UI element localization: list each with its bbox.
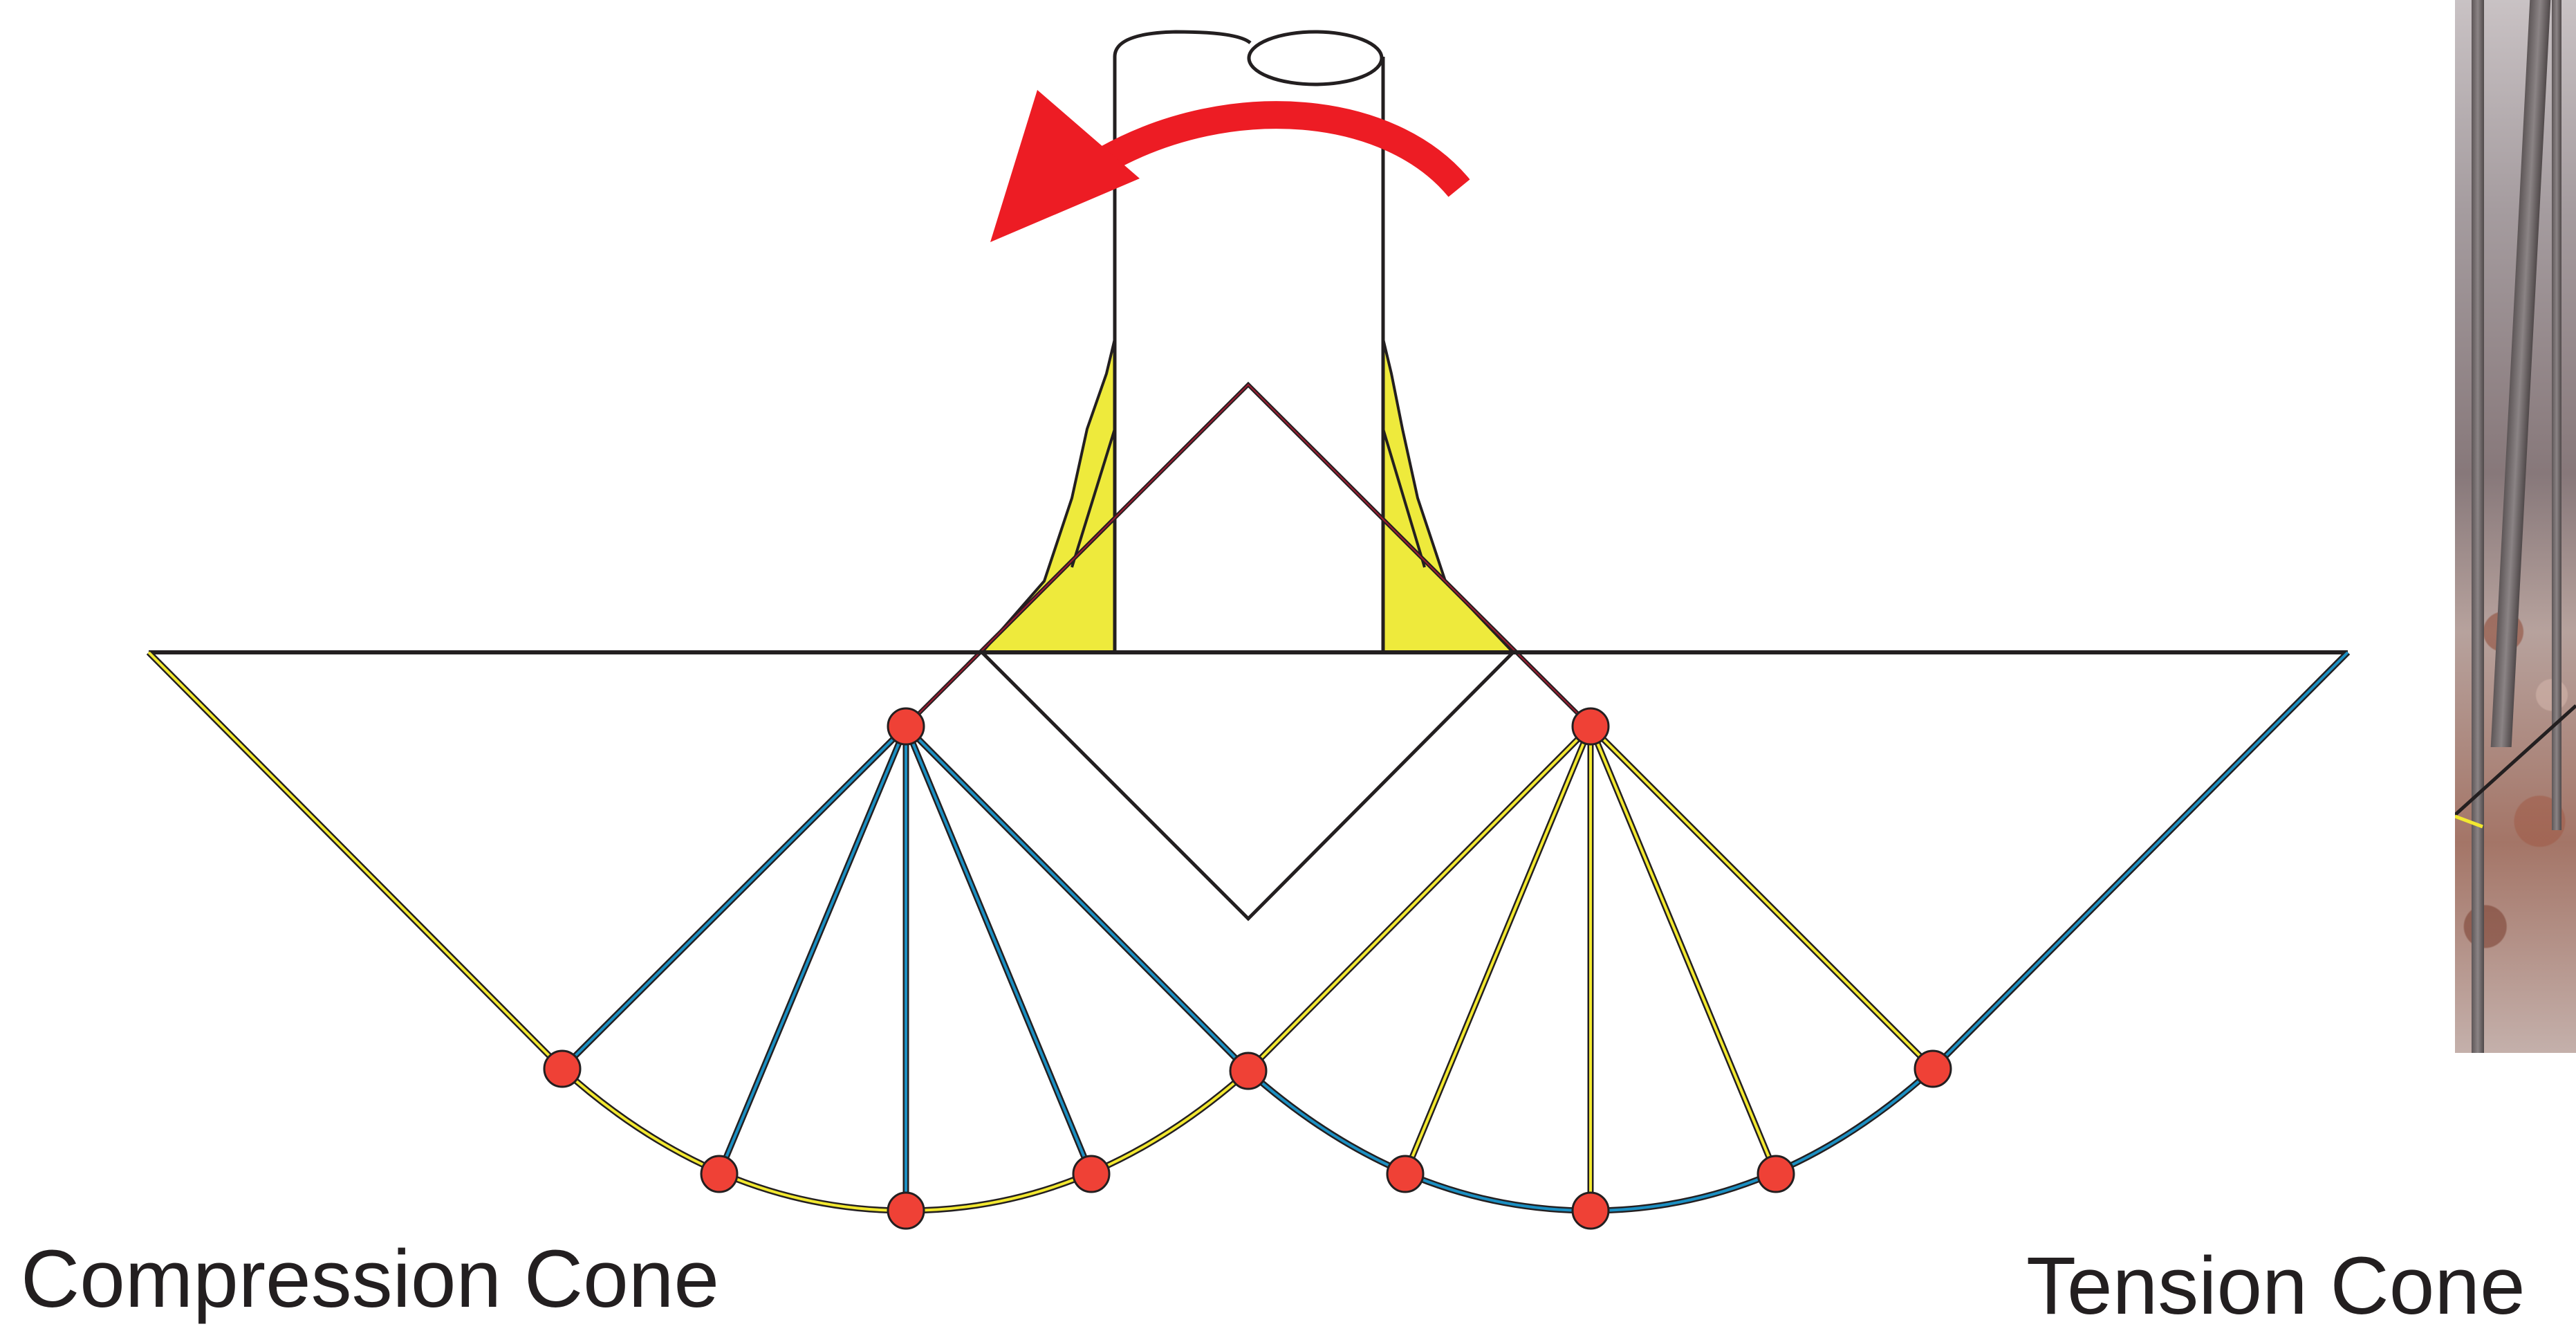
compression-cone-label: Compression Cone <box>21 1233 720 1325</box>
tree-trunk <box>2552 0 2561 830</box>
curved-arrow-counterclockwise-icon <box>990 90 1470 242</box>
node <box>1914 1049 1952 1088</box>
node <box>1757 1155 1795 1193</box>
node <box>1571 707 1610 746</box>
root-ball-v <box>981 651 1514 921</box>
node <box>1571 1191 1610 1230</box>
node <box>700 1155 739 1193</box>
truss-nodes <box>543 707 1952 1230</box>
node <box>887 1191 925 1230</box>
tree-trunk-cylinder <box>1113 30 1385 652</box>
node <box>1386 1155 1425 1193</box>
node <box>1229 1052 1268 1090</box>
trunk-top-ellipse <box>1247 30 1384 86</box>
tension-cone-members <box>1245 650 2351 1214</box>
photo-overlay-lines <box>2455 704 2576 829</box>
forest-photo-strip <box>2455 0 2576 1053</box>
node <box>543 1049 582 1088</box>
node <box>887 707 925 746</box>
compression-cone-members <box>146 650 1251 1214</box>
node <box>1072 1155 1111 1193</box>
tension-cone-label: Tension Cone <box>2026 1240 2526 1331</box>
inner-truss <box>904 381 1593 728</box>
